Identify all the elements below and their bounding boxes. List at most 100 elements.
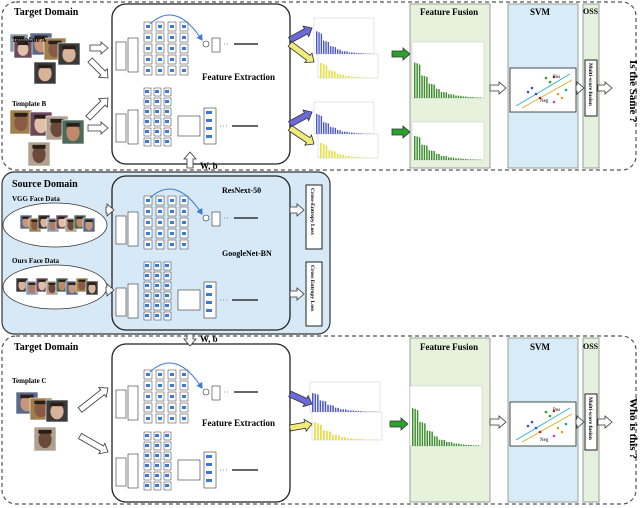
data-point xyxy=(544,76,548,80)
conv-kernel xyxy=(146,47,150,50)
histogram-bar xyxy=(479,97,482,98)
face-hair xyxy=(20,394,34,399)
histogram-bar xyxy=(460,95,462,98)
conv-kernel xyxy=(146,406,150,409)
histogram-bar xyxy=(477,445,480,446)
histogram-bar xyxy=(443,439,446,446)
conv-kernel xyxy=(182,221,186,224)
face-hair xyxy=(22,216,30,219)
feature-fusion-label-bottom: Feature Fusion xyxy=(420,342,478,352)
inception-kernel xyxy=(155,314,159,317)
face-hair xyxy=(48,40,62,45)
histogram-frame xyxy=(311,411,383,441)
histogram-bar xyxy=(359,157,361,158)
data-point xyxy=(552,100,556,104)
inception-kernel xyxy=(145,484,149,487)
conv-kernel xyxy=(146,58,150,61)
histogram-bar xyxy=(362,77,364,78)
face-skin xyxy=(85,220,93,231)
conv-kernel xyxy=(182,36,186,39)
histogram-bar xyxy=(324,401,327,412)
inception-kernel xyxy=(155,110,159,113)
inception-kernel xyxy=(165,294,169,297)
oss-label-top: OSS xyxy=(583,7,599,16)
face-skin xyxy=(88,283,96,294)
inception-kernel xyxy=(155,264,159,267)
histogram-bar xyxy=(362,157,364,158)
face-hair xyxy=(32,144,46,149)
face-skin xyxy=(34,115,48,134)
histogram-bar xyxy=(331,150,333,158)
conv-kernel xyxy=(170,395,174,398)
inception-kernel xyxy=(145,304,149,307)
data-point xyxy=(556,92,560,96)
histogram-bar xyxy=(448,94,450,98)
face-thumbnails xyxy=(2,32,108,452)
inception-kernel xyxy=(165,100,169,103)
histogram-bar xyxy=(332,434,334,440)
histogram-bar xyxy=(448,442,450,446)
fc-unit xyxy=(206,111,212,114)
fc-unit xyxy=(206,301,212,304)
histogram-bar xyxy=(323,122,325,134)
inception-kernel xyxy=(145,314,149,317)
hyperplane xyxy=(515,407,571,441)
inception-kernel xyxy=(145,140,149,143)
layer-block xyxy=(115,41,127,71)
inception-kernel xyxy=(155,100,159,103)
inception-kernel xyxy=(155,140,159,143)
flow-arrow xyxy=(287,124,315,146)
histogram-bar xyxy=(348,156,350,158)
histogram-bar xyxy=(347,438,349,440)
vgg-data-label: VGG Face Data xyxy=(12,195,60,203)
histogram-bar xyxy=(353,156,356,158)
conv-kernel xyxy=(146,243,150,246)
histogram-bar xyxy=(438,153,440,160)
histogram-bar xyxy=(350,410,352,412)
histogram-bar xyxy=(332,127,334,134)
histogram-bar xyxy=(458,443,460,446)
flow-arrow xyxy=(105,203,115,217)
conv-kernel xyxy=(158,210,162,213)
flow-arrow xyxy=(87,57,109,79)
face-thumbnail xyxy=(85,280,99,296)
conv-kernel xyxy=(182,25,186,28)
histogram-bar xyxy=(362,411,365,412)
fusion-box-top xyxy=(584,59,598,117)
histogram-bar xyxy=(412,408,414,446)
inception-kernel xyxy=(155,304,159,307)
histogram-bar xyxy=(351,52,353,54)
face-skin xyxy=(50,119,64,138)
histogram-bar xyxy=(320,142,322,158)
googlenet-schematic xyxy=(115,431,258,491)
flow-arrow xyxy=(575,81,585,95)
flow-arrow xyxy=(288,390,313,408)
face-hair xyxy=(18,279,26,282)
histogram-bar xyxy=(421,75,423,98)
face-hair xyxy=(85,219,93,222)
fc-unit xyxy=(206,463,212,466)
conv-kernel xyxy=(158,69,162,72)
conv-kernel xyxy=(182,232,186,235)
flow-arrow xyxy=(489,81,507,95)
data-point xyxy=(564,422,568,426)
inception-kernel xyxy=(155,120,159,123)
histogram-bar xyxy=(452,157,455,160)
inception-kernel xyxy=(155,484,159,487)
histogram-bar xyxy=(316,113,318,134)
histogram-bar xyxy=(465,444,467,446)
histogram-bar xyxy=(320,33,323,54)
histogram-bar xyxy=(341,436,343,440)
fc-unit xyxy=(206,127,212,130)
face-hair xyxy=(68,282,76,285)
histogram-frame xyxy=(411,121,485,161)
histogram-bar xyxy=(436,436,438,446)
histogram-frame xyxy=(411,41,485,99)
histogram-bar xyxy=(357,410,360,412)
inception-kernel xyxy=(165,314,169,317)
face-hair xyxy=(78,279,86,282)
histogram-bar xyxy=(328,150,331,158)
face-hair xyxy=(49,219,57,222)
histogram-bar xyxy=(356,76,359,78)
